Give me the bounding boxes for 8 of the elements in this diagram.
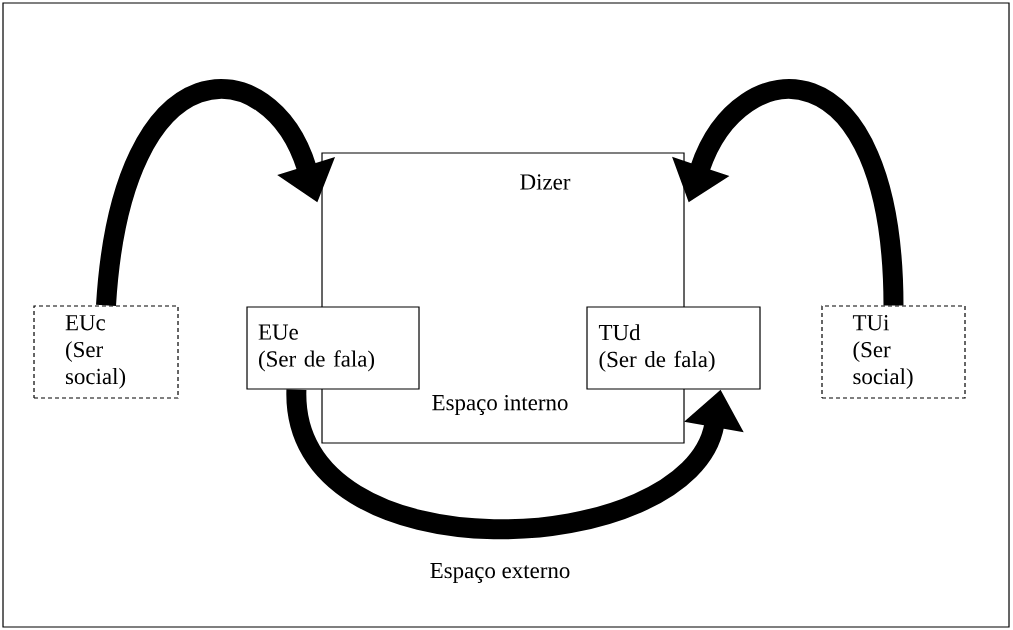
- curved-arrow: [96, 79, 336, 307]
- dashed-box: TUi (Ser social): [821, 305, 966, 399]
- dashed-box: EUc (Ser social): [33, 305, 179, 399]
- text-box: EUe (Ser de fala): [246, 306, 420, 390]
- region-label: Espaço interno: [432, 394, 568, 415]
- box-title: Dizer: [520, 174, 571, 190]
- text-box: TUd (Ser de fala): [586, 306, 761, 390]
- region-label: Espaço externo: [430, 563, 570, 583]
